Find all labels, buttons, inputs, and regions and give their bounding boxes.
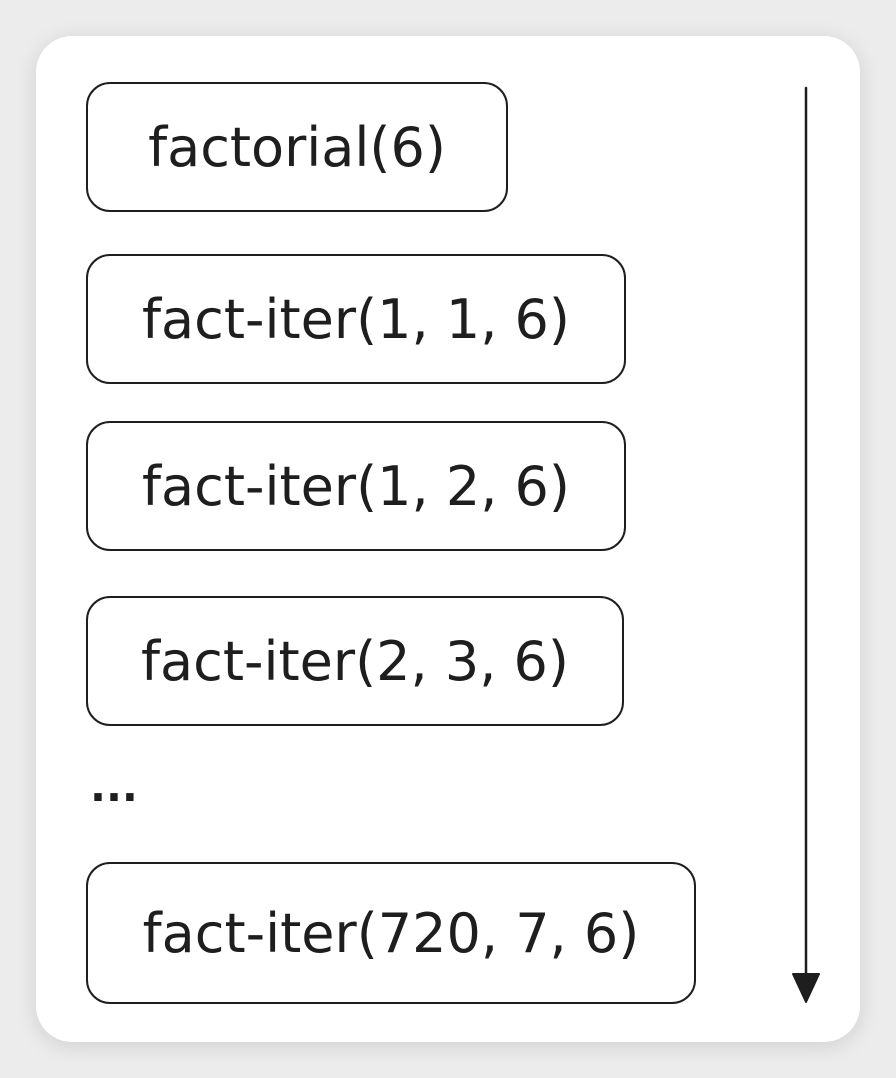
call-label: fact-iter(1, 2, 6) <box>142 454 570 518</box>
ellipsis-text: ... <box>90 762 138 811</box>
call-label: fact-iter(720, 7, 6) <box>142 901 640 965</box>
call-label: fact-iter(1, 1, 6) <box>142 287 570 351</box>
diagram-canvas: factorial(6) fact-iter(1, 1, 6) fact-ite… <box>36 36 860 1042</box>
call-box-factorial: factorial(6) <box>86 82 508 212</box>
call-box-fact-iter-final: fact-iter(720, 7, 6) <box>86 862 696 1004</box>
call-box-fact-iter-3: fact-iter(2, 3, 6) <box>86 596 624 726</box>
call-label: fact-iter(2, 3, 6) <box>141 629 569 693</box>
arrow-head <box>792 973 820 1003</box>
call-box-fact-iter-2: fact-iter(1, 2, 6) <box>86 421 626 551</box>
arrow-down-icon <box>792 86 820 1003</box>
call-box-fact-iter-1: fact-iter(1, 1, 6) <box>86 254 626 384</box>
call-label: factorial(6) <box>148 115 446 179</box>
